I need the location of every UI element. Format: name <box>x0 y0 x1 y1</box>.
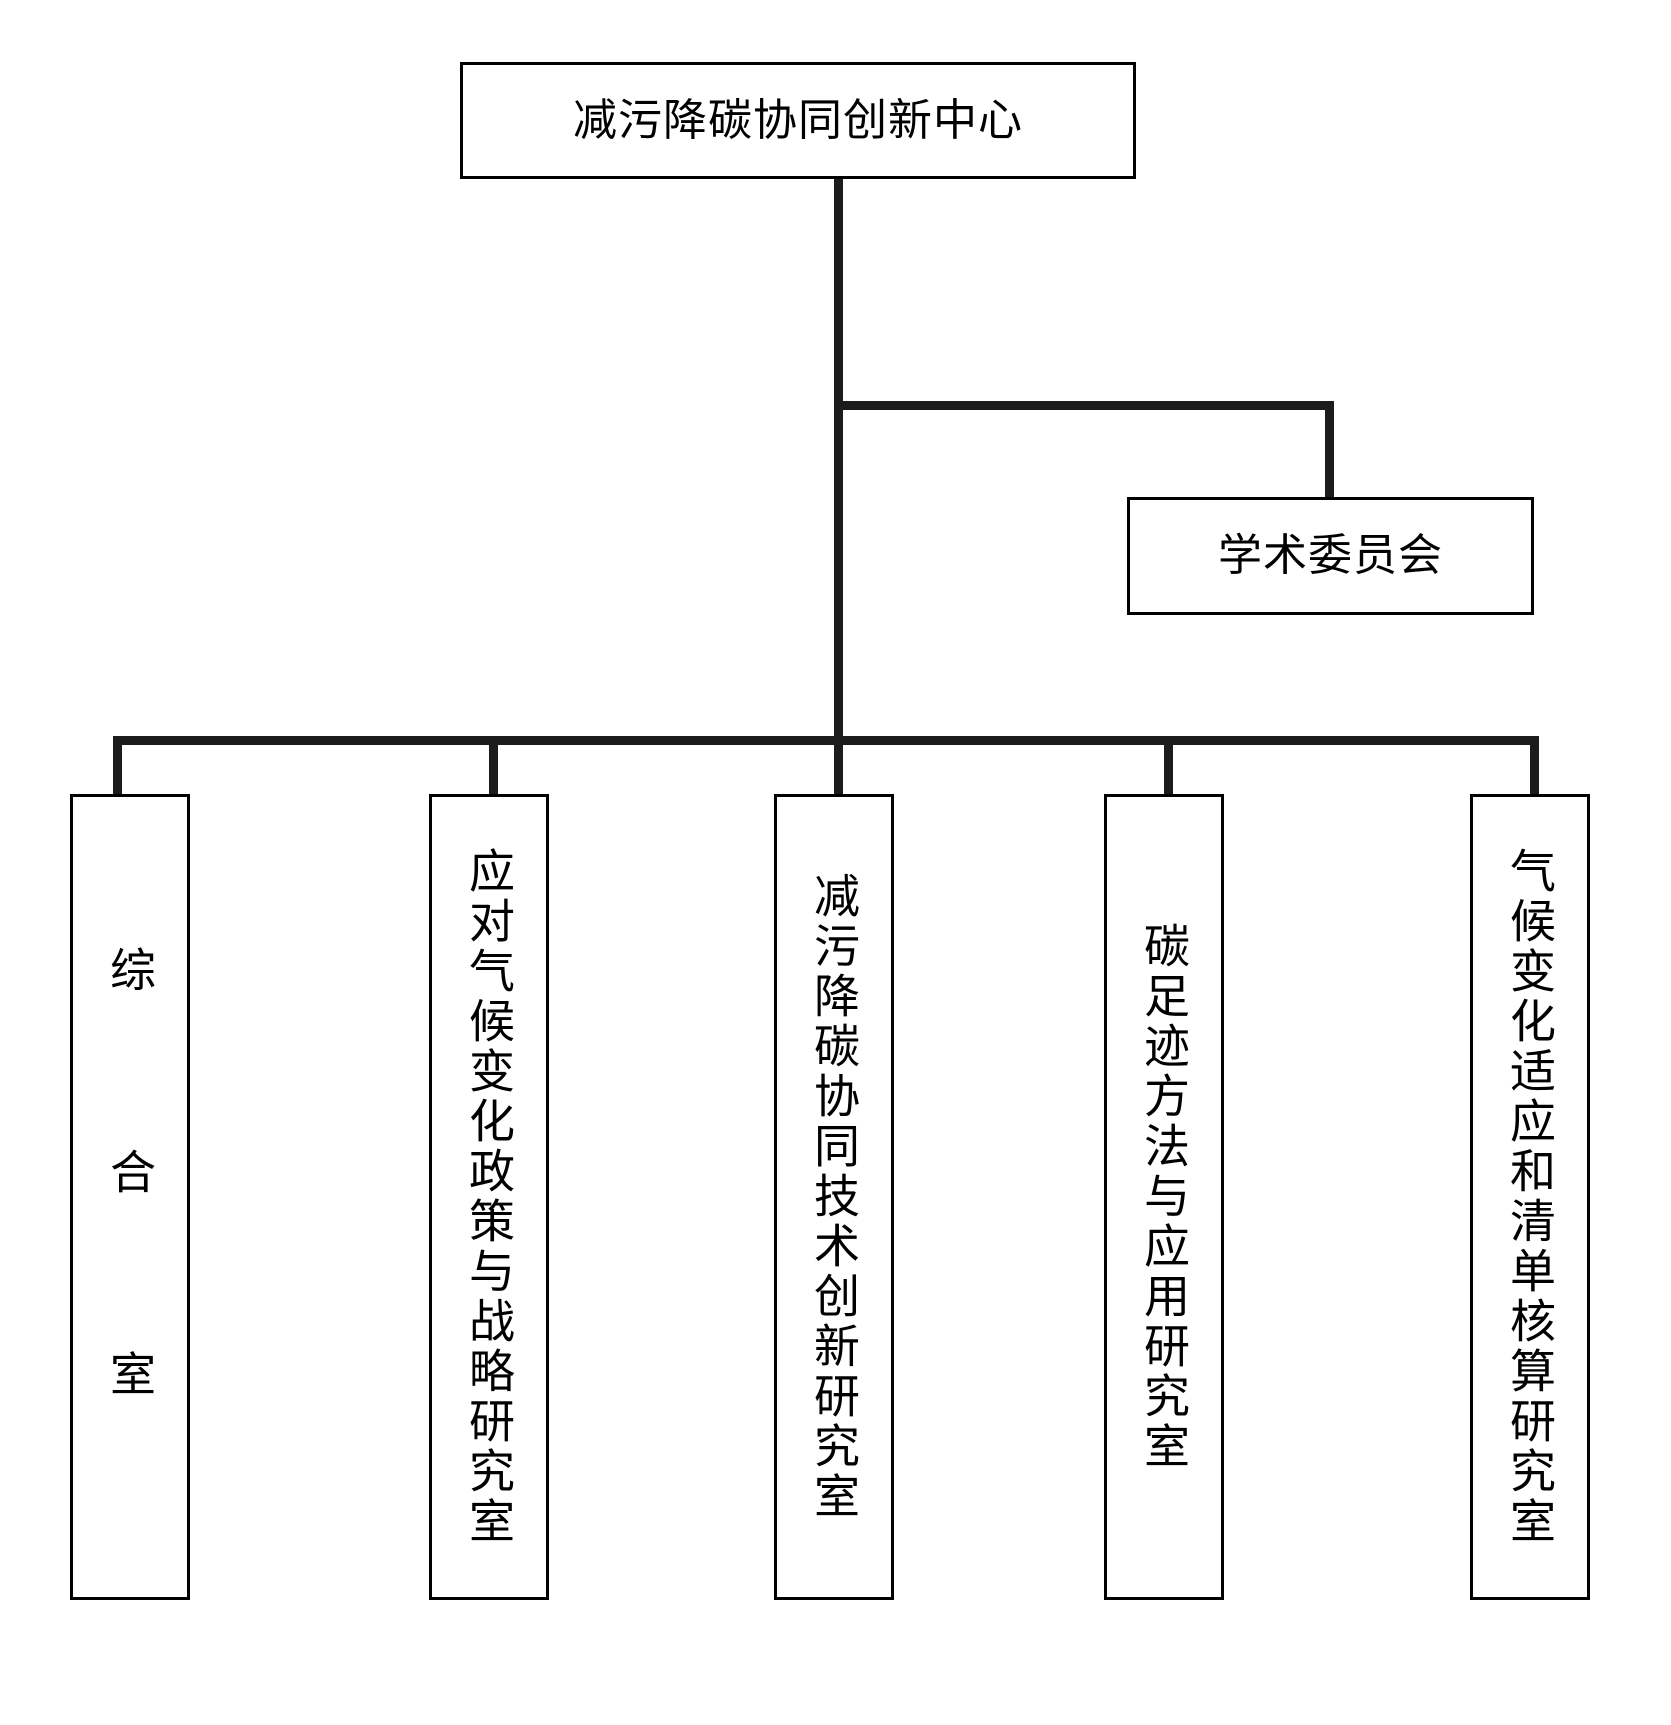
department-bus-horizontal <box>113 736 1539 745</box>
drop-connector-1 <box>113 736 122 796</box>
branch-committee-vertical <box>1325 401 1334 500</box>
drop-connector-2 <box>489 736 498 796</box>
department-pollution-carbon-tech-innovation[interactable]: 减污降碳协同技术创新研究室 <box>774 794 894 1600</box>
department-carbon-footprint-method-label: 碳足迹方法与应用研究室 <box>1138 922 1190 1472</box>
department-climate-policy-strategy[interactable]: 应对气候变化政策与战略研究室 <box>429 794 549 1600</box>
department-climate-adaptation-inventory-label: 气候变化适应和清单核算研究室 <box>1504 847 1556 1547</box>
drop-connector-3 <box>834 736 843 796</box>
department-climate-adaptation-inventory[interactable]: 气候变化适应和清单核算研究室 <box>1470 794 1590 1600</box>
academic-committee-node[interactable]: 学术委员会 <box>1127 497 1534 615</box>
department-climate-policy-strategy-label: 应对气候变化政策与战略研究室 <box>463 847 515 1547</box>
root-node[interactable]: 减污降碳协同创新中心 <box>460 62 1136 179</box>
department-carbon-footprint-method[interactable]: 碳足迹方法与应用研究室 <box>1104 794 1224 1600</box>
root-node-label: 减污降碳协同创新中心 <box>573 95 1023 145</box>
department-general-office[interactable]: 综 合 室 <box>70 794 190 1600</box>
drop-connector-4 <box>1164 736 1173 796</box>
department-pollution-carbon-tech-innovation-label: 减污降碳协同技术创新研究室 <box>808 872 860 1522</box>
department-general-office-label: 综 合 室 <box>104 946 156 1448</box>
branch-committee-horizontal <box>834 401 1334 410</box>
academic-committee-label: 学术委员会 <box>1218 531 1443 580</box>
spine-main-vertical <box>834 178 843 744</box>
drop-connector-5 <box>1530 736 1539 796</box>
